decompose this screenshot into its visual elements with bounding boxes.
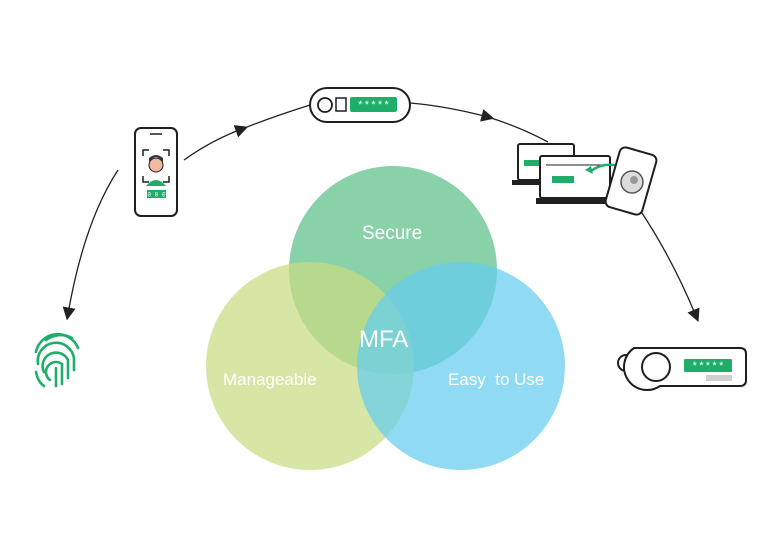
phone-code-text: 0 0 0 bbox=[147, 192, 165, 199]
fingerprint-icon bbox=[34, 332, 80, 388]
venn-diagram bbox=[206, 166, 565, 470]
laptop-phone-push-icon bbox=[512, 143, 658, 216]
phone-face-id-icon: 0 0 0 bbox=[134, 127, 178, 217]
venn-label-secure: Secure bbox=[362, 223, 423, 244]
flow-arc bbox=[62, 102, 700, 323]
usb-token-icon: ***** bbox=[309, 87, 411, 123]
usb-token-stars: ***** bbox=[357, 101, 390, 113]
keyfob-token-icon: ***** bbox=[617, 347, 747, 391]
venn-label-easy-to-use: Easy to Use bbox=[448, 370, 545, 389]
venn-label-manageable: Manageable bbox=[223, 370, 317, 389]
venn-circle-manageable bbox=[206, 262, 414, 470]
keyfob-stars: ***** bbox=[691, 362, 724, 374]
venn-circle-easy-to-use bbox=[357, 262, 565, 470]
venn-label-mfa: MFA bbox=[359, 326, 409, 353]
